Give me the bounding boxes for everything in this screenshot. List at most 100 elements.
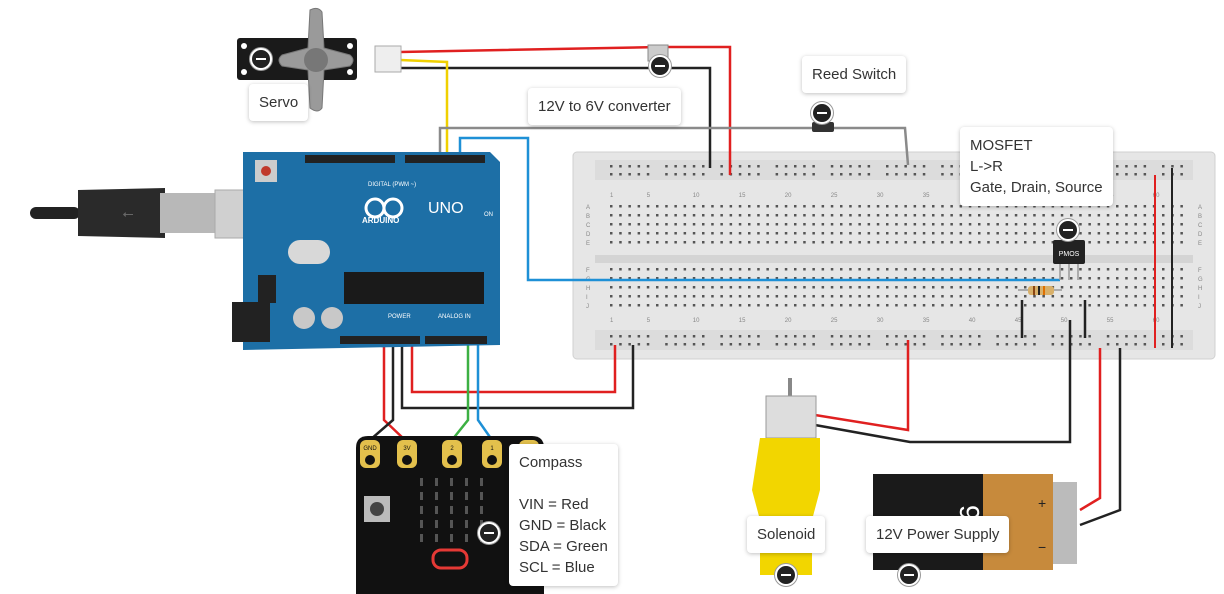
note-reed-switch[interactable]: Reed Switch (802, 56, 907, 93)
breadboard-hole[interactable] (950, 173, 953, 176)
breadboard-hole[interactable] (692, 232, 696, 235)
breadboard-hole[interactable] (1143, 286, 1147, 289)
breadboard-hole[interactable] (1088, 277, 1091, 280)
breadboard-hole[interactable] (941, 223, 944, 226)
breadboard-hole[interactable] (968, 214, 972, 217)
breadboard-hole[interactable] (646, 205, 650, 208)
breadboard-hole[interactable] (895, 304, 898, 307)
breadboard-hole[interactable] (729, 304, 733, 307)
breadboard-hole[interactable] (904, 277, 907, 280)
breadboard-hole[interactable] (757, 214, 760, 217)
breadboard-hole[interactable] (959, 335, 963, 338)
breadboard-hole[interactable] (950, 241, 953, 244)
breadboard-hole[interactable] (1143, 304, 1147, 307)
breadboard-hole[interactable] (950, 214, 953, 217)
breadboard-hole[interactable] (876, 241, 880, 244)
breadboard-hole[interactable] (1116, 165, 1119, 168)
breadboard-hole[interactable] (738, 223, 742, 226)
breadboard-hole[interactable] (720, 165, 723, 168)
breadboard-hole[interactable] (895, 335, 898, 338)
breadboard-hole[interactable] (702, 232, 705, 235)
breadboard-hole[interactable] (1051, 277, 1055, 280)
breadboard-hole[interactable] (858, 214, 861, 217)
breadboard-hole[interactable] (913, 304, 917, 307)
breadboard-hole[interactable] (748, 232, 751, 235)
breadboard-hole[interactable] (959, 205, 963, 208)
breadboard-hole[interactable] (913, 223, 917, 226)
breadboard-hole[interactable] (996, 286, 999, 289)
breadboard-hole[interactable] (1180, 165, 1183, 168)
breadboard-hole[interactable] (665, 232, 668, 235)
breadboard-hole[interactable] (1116, 295, 1119, 298)
breadboard-hole[interactable] (876, 268, 880, 271)
breadboard-hole[interactable] (1116, 241, 1119, 244)
breadboard-hole[interactable] (628, 268, 631, 271)
breadboard-hole[interactable] (637, 232, 641, 235)
breadboard-hole[interactable] (1143, 232, 1147, 235)
breadboard-hole[interactable] (711, 232, 714, 235)
breadboard-hole[interactable] (913, 232, 917, 235)
breadboard-hole[interactable] (1088, 223, 1091, 226)
breadboard-hole[interactable] (858, 173, 861, 176)
breadboard-hole[interactable] (913, 286, 917, 289)
breadboard-hole[interactable] (812, 286, 815, 289)
breadboard-hole[interactable] (794, 268, 797, 271)
breadboard-hole[interactable] (665, 223, 668, 226)
breadboard-hole[interactable] (1014, 241, 1018, 244)
breadboard-hole[interactable] (1134, 165, 1137, 168)
breadboard-hole[interactable] (904, 232, 907, 235)
breadboard-hole[interactable] (692, 241, 696, 244)
microbit-pin[interactable] (482, 440, 502, 468)
breadboard-hole[interactable] (959, 304, 963, 307)
breadboard-hole[interactable] (757, 295, 760, 298)
breadboard-hole[interactable] (803, 223, 806, 226)
breadboard-hole[interactable] (941, 335, 944, 338)
breadboard-hole[interactable] (904, 214, 907, 217)
breadboard-hole[interactable] (840, 343, 843, 346)
breadboard-hole[interactable] (968, 241, 972, 244)
breadboard-hole[interactable] (794, 335, 797, 338)
breadboard-hole[interactable] (738, 335, 742, 338)
breadboard-hole[interactable] (748, 173, 751, 176)
breadboard-hole[interactable] (1014, 295, 1018, 298)
breadboard-hole[interactable] (913, 277, 917, 280)
breadboard-hole[interactable] (959, 268, 963, 271)
breadboard-hole[interactable] (674, 205, 677, 208)
breadboard-hole[interactable] (775, 335, 779, 338)
breadboard-hole[interactable] (932, 232, 935, 235)
breadboard-hole[interactable] (775, 165, 779, 168)
microbit-pin[interactable] (360, 440, 380, 468)
breadboard-hole[interactable] (1134, 205, 1137, 208)
breadboard-hole[interactable] (1116, 223, 1119, 226)
breadboard-hole[interactable] (1060, 343, 1064, 346)
breadboard[interactable]: 1155101015152020252530303535404045455050… (572, 151, 1216, 360)
breadboard-hole[interactable] (1097, 223, 1101, 226)
breadboard-hole[interactable] (1106, 286, 1110, 289)
breadboard-hole[interactable] (748, 295, 751, 298)
breadboard-hole[interactable] (1005, 295, 1009, 298)
breadboard-hole[interactable] (619, 241, 622, 244)
breadboard-hole[interactable] (830, 304, 834, 307)
breadboard-hole[interactable] (1162, 214, 1165, 217)
breadboard-hole[interactable] (729, 205, 733, 208)
breadboard-hole[interactable] (1033, 214, 1036, 217)
breadboard-hole[interactable] (895, 268, 898, 271)
breadboard-hole[interactable] (941, 214, 944, 217)
breadboard-hole[interactable] (803, 295, 806, 298)
breadboard-hole[interactable] (858, 223, 861, 226)
breadboard-hole[interactable] (766, 232, 769, 235)
breadboard-hole[interactable] (1116, 232, 1119, 235)
breadboard-hole[interactable] (840, 277, 843, 280)
breadboard-hole[interactable] (1134, 173, 1137, 176)
breadboard-hole[interactable] (674, 277, 677, 280)
breadboard-hole[interactable] (665, 286, 668, 289)
breadboard-hole[interactable] (610, 205, 613, 208)
breadboard-hole[interactable] (683, 214, 687, 217)
breadboard-hole[interactable] (858, 205, 861, 208)
breadboard-hole[interactable] (950, 232, 953, 235)
breadboard-hole[interactable] (803, 214, 806, 217)
breadboard-hole[interactable] (720, 268, 723, 271)
breadboard-hole[interactable] (784, 205, 788, 208)
breadboard-hole[interactable] (766, 277, 769, 280)
breadboard-hole[interactable] (738, 173, 742, 176)
